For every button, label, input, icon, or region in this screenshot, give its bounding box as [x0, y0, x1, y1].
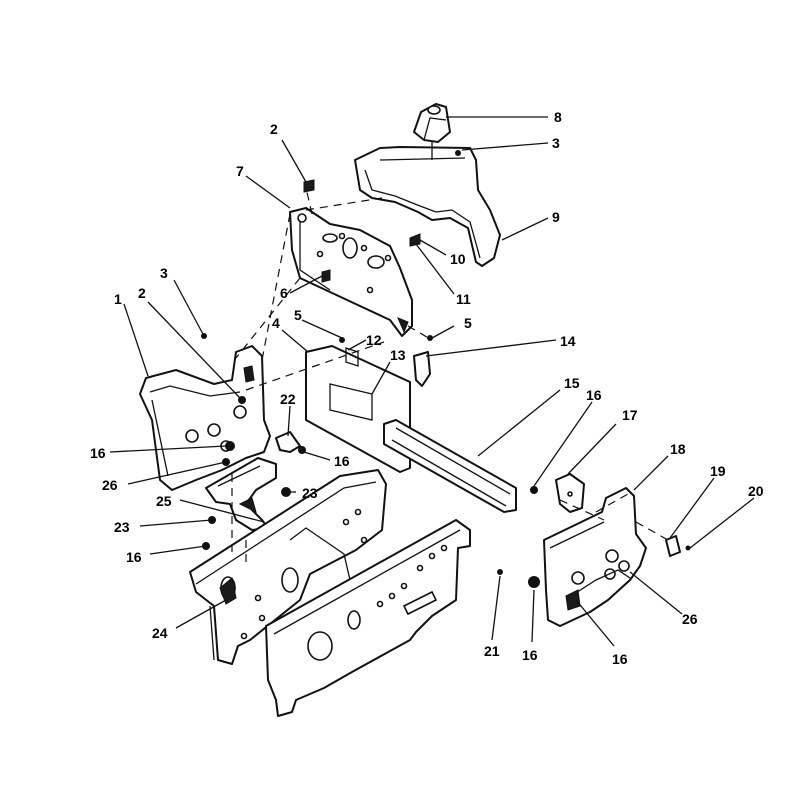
callout-26: 26	[102, 477, 118, 493]
callout-6: 6	[280, 285, 288, 301]
callout-23: 23	[302, 485, 318, 501]
callout-14: 14	[560, 333, 576, 349]
main-frame-left	[189, 469, 387, 665]
channel-part-15	[383, 419, 517, 513]
clip-part-19	[665, 535, 681, 557]
callout-24: 24	[152, 625, 168, 641]
callout-16: 16	[586, 387, 602, 403]
callout-15: 15	[564, 375, 580, 391]
callout-5: 5	[464, 315, 472, 331]
callout-2: 2	[138, 285, 146, 301]
callout-19: 19	[710, 463, 726, 479]
upper-bracket-part-7	[289, 207, 413, 337]
callout-16: 16	[612, 651, 628, 667]
callout-9: 9	[552, 209, 560, 225]
callout-8: 8	[554, 109, 562, 125]
callout-12: 12	[366, 332, 382, 348]
callouts: 8 3 2 7 9 10 11 6 3 1 2 4 5 5 12 13 14 1…	[90, 109, 764, 667]
alignment-lines	[231, 187, 669, 568]
callout-22: 22	[280, 391, 296, 407]
callout-2: 2	[270, 121, 278, 137]
callout-25: 25	[156, 493, 172, 509]
clip-part-14	[413, 351, 431, 387]
callout-1: 1	[114, 291, 122, 307]
callout-26: 26	[682, 611, 698, 627]
callout-18: 18	[670, 441, 686, 457]
callout-7: 7	[236, 163, 244, 179]
callout-5: 5	[294, 307, 302, 323]
leader-lines	[109, 116, 755, 647]
callout-3: 3	[552, 135, 560, 151]
callout-4: 4	[272, 315, 280, 331]
callout-23: 23	[114, 519, 130, 535]
callout-13: 13	[390, 347, 406, 363]
callout-20: 20	[748, 483, 764, 499]
main-frame-front-plate	[265, 519, 471, 717]
callout-16: 16	[334, 453, 350, 469]
knob-part-8	[413, 103, 451, 143]
callout-16: 16	[126, 549, 142, 565]
right-bracket-part-18	[543, 487, 647, 627]
callout-11: 11	[456, 291, 471, 307]
lower-mount-part-25	[205, 457, 277, 531]
callout-16: 16	[522, 647, 538, 663]
callout-17: 17	[622, 407, 638, 423]
clip-part-17	[555, 473, 585, 513]
callout-10: 10	[450, 251, 466, 267]
panel-part-4	[305, 345, 411, 473]
callout-16: 16	[90, 445, 106, 461]
dash-cover-part-9	[354, 141, 501, 267]
callout-3: 3	[160, 265, 168, 281]
callout-21: 21	[484, 643, 500, 659]
